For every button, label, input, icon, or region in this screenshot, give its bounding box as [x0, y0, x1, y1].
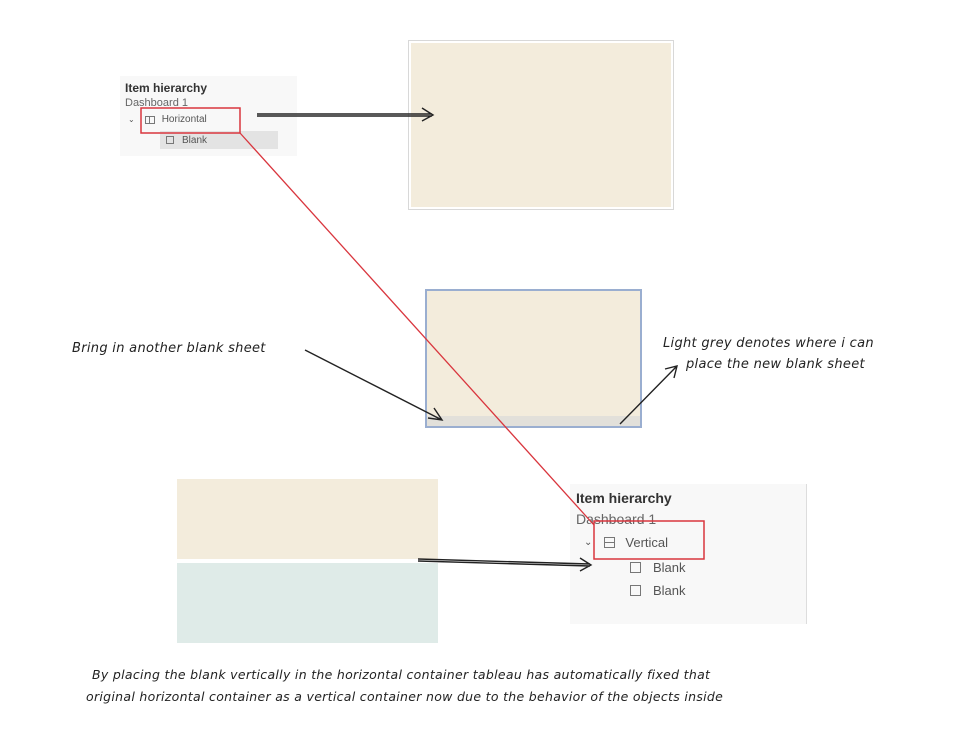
annotation-light-grey-line2: place the new blank sheet — [686, 357, 865, 372]
tree-item-label: Horizontal — [161, 114, 207, 125]
annotation-conclusion-line2: original horizontal container as a verti… — [86, 689, 724, 704]
highlight-box-vertical — [593, 520, 705, 560]
arrow-drop-zone — [619, 365, 678, 425]
tree-item-label: Blank — [182, 134, 208, 146]
dashboard-label: Dashboard 1 — [576, 511, 657, 527]
chevron-down-icon[interactable]: ⌄ — [128, 115, 135, 124]
tree-item-blank[interactable]: Blank — [630, 560, 686, 575]
arrow-to-preview — [257, 107, 435, 122]
panel-title: Item hierarchy — [125, 81, 208, 95]
sheet-icon — [630, 585, 641, 596]
tree-item-horizontal[interactable]: ⌄ Horizontal — [128, 114, 207, 125]
highlight-box-horizontal — [140, 107, 241, 134]
dashboard-label: Dashboard 1 — [125, 97, 188, 109]
tree-item-blank[interactable]: Blank — [160, 131, 278, 149]
horizontal-container-preview — [425, 289, 642, 428]
drop-zone[interactable] — [427, 416, 640, 426]
tree-item-label: Blank — [653, 560, 686, 575]
panel-title: Item hierarchy — [576, 490, 672, 506]
sheet-icon — [166, 136, 174, 144]
annotation-bring-in: Bring in another blank sheet — [72, 341, 266, 356]
chevron-down-icon[interactable]: ⌄ — [584, 537, 593, 548]
tree-item-vertical[interactable]: ⌄ Vertical — [584, 535, 668, 550]
arrow-to-tree — [417, 557, 593, 572]
arrow-bring-in — [304, 349, 444, 421]
blank-sheet-bottom — [177, 563, 438, 643]
red-connector-line — [239, 132, 595, 526]
blank-sheet-preview — [408, 40, 674, 210]
blank-sheet-top — [177, 479, 438, 559]
tree-item-label: Vertical — [625, 535, 669, 550]
sheet-icon — [630, 562, 641, 573]
horizontal-container-icon — [144, 115, 155, 124]
annotation-conclusion-line1: By placing the blank vertically in the h… — [92, 667, 711, 682]
tree-item-label: Blank — [653, 583, 686, 598]
vertical-container-icon — [604, 537, 616, 548]
item-hierarchy-panel-bottom: Item hierarchy Dashboard 1 ⌄ Vertical Bl… — [570, 484, 807, 624]
tree-item-blank[interactable]: Blank — [630, 583, 686, 598]
annotation-light-grey-line1: Light grey denotes where i can — [663, 336, 874, 351]
